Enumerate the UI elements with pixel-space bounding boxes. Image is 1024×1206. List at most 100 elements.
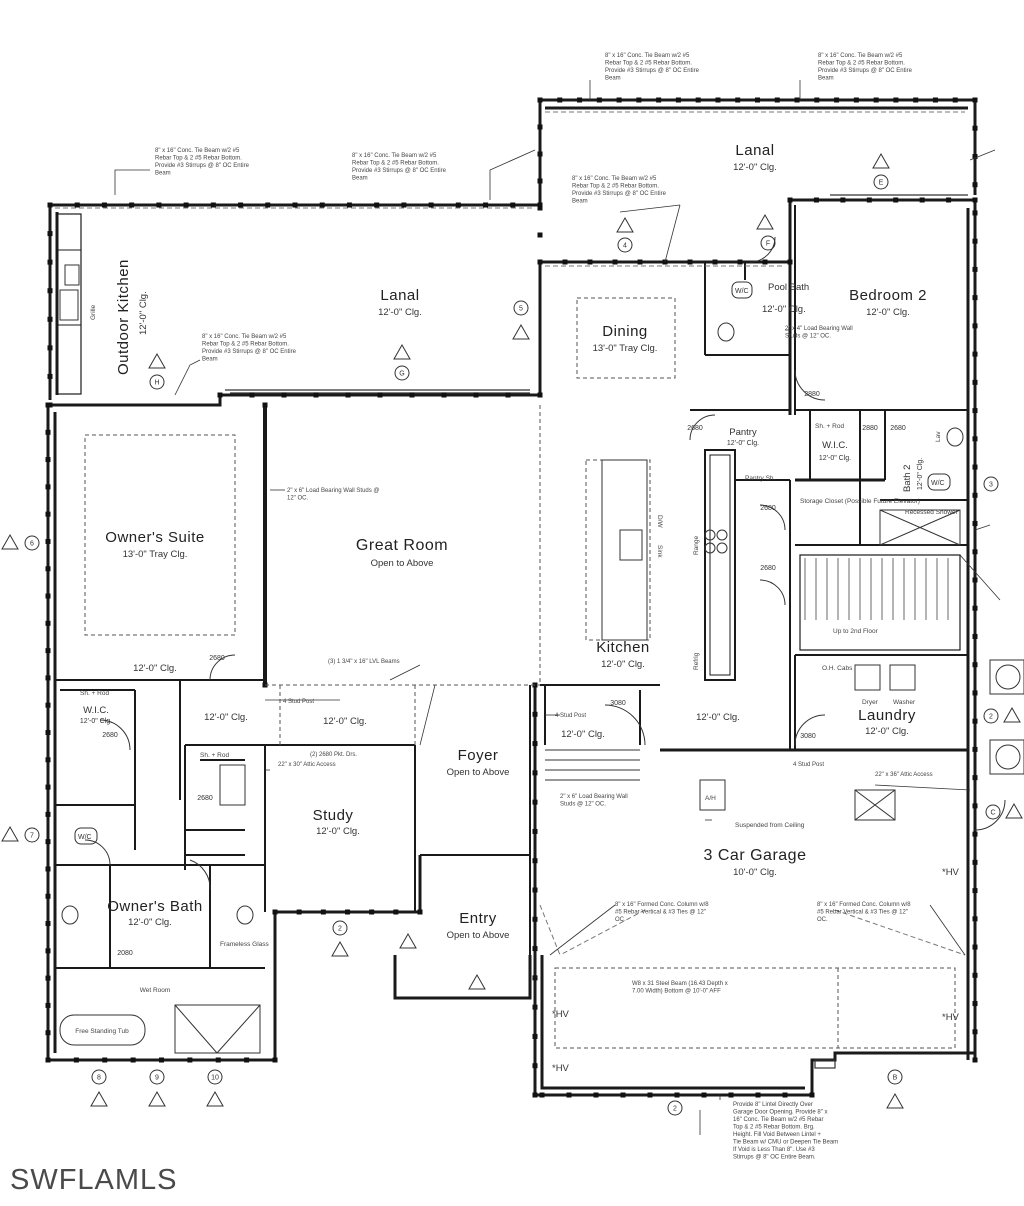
wall-post	[537, 205, 543, 211]
wall-post	[972, 238, 978, 244]
note-stud-post-b: 4 Stud Post	[555, 713, 586, 719]
wall-post	[537, 151, 543, 157]
room-name-wic-bed2: W.I.C.	[822, 440, 848, 451]
wall-post	[932, 97, 938, 103]
wall-post	[972, 1029, 978, 1035]
room-ceiling-owners-suite: 13'-0" Tray Clg.	[123, 549, 188, 560]
section-circle-marker: 2	[983, 708, 999, 724]
section-circle-marker: C	[985, 804, 1001, 820]
wall-post	[952, 97, 958, 103]
wall-post	[715, 97, 721, 103]
section-tag: 7	[30, 833, 34, 840]
wall-post	[787, 259, 793, 265]
wall-post	[647, 1092, 653, 1098]
wall-post	[532, 711, 538, 717]
wall-post	[47, 202, 53, 208]
wall-post	[755, 97, 760, 103]
section-circle-marker: 8	[91, 1069, 107, 1085]
label-sink: Sink	[656, 545, 663, 558]
wall-post	[45, 484, 51, 490]
wall-post	[537, 392, 543, 398]
section-triangle-marker	[1003, 706, 1021, 723]
wall-post	[972, 972, 978, 978]
wall-post	[47, 316, 53, 322]
wall-post	[47, 345, 53, 351]
section-circle-marker: 7	[24, 827, 40, 843]
wall-post	[45, 566, 51, 572]
ac-condensers	[989, 659, 1024, 775]
section-triangle-marker	[90, 1090, 108, 1107]
wall-post	[272, 1057, 278, 1063]
wall-post	[537, 259, 543, 265]
wall-post	[755, 1092, 761, 1098]
note-stud-post-a: 4 Stud Post	[283, 699, 314, 705]
label-wc: W/C	[735, 288, 749, 295]
wall-post	[45, 1030, 51, 1036]
wall-post	[401, 202, 407, 208]
label-up-to-floor: Up to 2nd Floor	[833, 628, 879, 635]
section-tag: 8	[97, 1075, 101, 1082]
wall-post	[130, 1057, 136, 1063]
room-name-foyer: Foyer	[458, 747, 499, 764]
wall-post	[455, 202, 461, 208]
section-tag: 2	[338, 926, 342, 933]
wall-post	[813, 197, 819, 203]
room-ceiling-garage: 10'-0" Clg.	[733, 867, 777, 878]
wall-post	[616, 97, 622, 103]
room-ceiling-outdoor-kitchen: 12'-0" Clg.	[138, 291, 149, 335]
label-storage-closet: Storage Closet (Possible Future Elevator…	[800, 498, 920, 505]
wall-post	[557, 97, 563, 103]
wall-post	[45, 620, 51, 626]
section-triangle-marker	[886, 1092, 904, 1109]
wall-post	[441, 392, 447, 398]
section-tag: 2	[989, 714, 993, 721]
wall-post	[972, 153, 978, 159]
wall-post	[532, 741, 538, 747]
wall-post	[45, 757, 51, 763]
section-tag: C	[990, 810, 995, 817]
wall-post	[853, 97, 859, 103]
wall-post	[532, 1092, 538, 1098]
wall-post	[972, 1001, 978, 1007]
section-tag: E	[879, 180, 884, 187]
room-ceiling-great-room: Open to Above	[371, 558, 434, 569]
room-ceiling-laundry: 12'-0" Clg.	[865, 726, 909, 737]
wall-post	[762, 259, 768, 265]
section-triangle-marker	[331, 940, 349, 957]
room-ceiling-pool-bath: 12'-0" Clg.	[762, 304, 806, 315]
room-ceiling-lanal-top: 12'-0" Clg.	[733, 162, 777, 173]
exterior-walls	[46, 98, 977, 1097]
wall-post	[296, 909, 302, 915]
wall-post	[47, 259, 53, 265]
room-ceiling-foyer: Open to Above	[447, 767, 510, 778]
label-hv-1: *HV	[942, 867, 960, 878]
wall-post	[210, 202, 216, 208]
room-name-bath-2: Bath 2	[902, 465, 913, 492]
wall-post	[612, 259, 618, 265]
label-wc-b: W/C	[931, 480, 945, 487]
room-name-owners-suite: Owner's Suite	[105, 529, 204, 546]
section-tag: H	[154, 380, 159, 387]
room-ceiling-wic-owner: 12'-0" Clg.	[80, 718, 112, 725]
wall-post	[814, 97, 820, 103]
wall-post	[45, 839, 51, 845]
wall-post	[675, 97, 681, 103]
wall-post	[532, 828, 538, 834]
room-name-owners-bath: Owner's Bath	[107, 898, 203, 915]
wall-post	[45, 511, 51, 517]
wall-post	[45, 702, 51, 708]
wall-post	[45, 730, 51, 735]
wall-post	[562, 259, 568, 265]
fixtures	[59, 264, 964, 1054]
wall-post	[532, 770, 538, 776]
wall-post	[735, 97, 741, 103]
wall-post	[532, 1033, 538, 1039]
door-size-tag: 2680	[890, 425, 906, 432]
note-column-a: 8" x 16" Formed Conc. Column w/8#5 Rebar…	[615, 902, 709, 923]
wall-post	[532, 887, 538, 893]
label-sh-rod-c: Sh. + Rod	[815, 423, 844, 430]
